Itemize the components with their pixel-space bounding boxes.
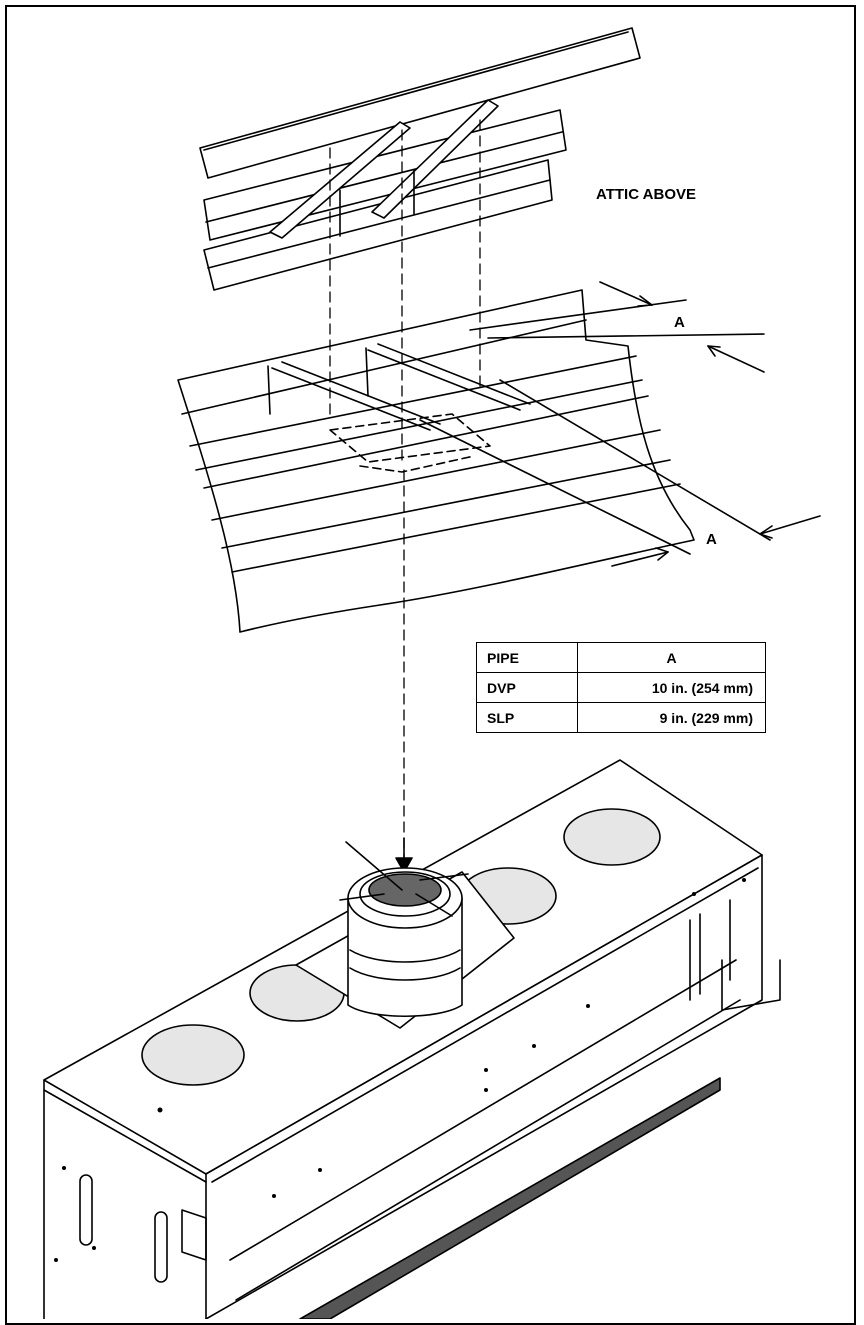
dimension-a	[419, 281, 821, 567]
table-header-row: PIPE A	[476, 642, 766, 673]
attic-above-label: ATTIC ABOVE	[596, 186, 696, 203]
pipe-dimension-table: PIPE A DVP 10 in. (254 mm) SLP 9 in. (22…	[476, 642, 766, 733]
table-header-pipe: PIPE	[476, 642, 578, 673]
table-cell-pipe: DVP	[476, 672, 578, 703]
table-cell-a: 10 in. (254 mm)	[577, 672, 766, 703]
dimension-a-top-label: A	[674, 314, 685, 331]
table-row: DVP 10 in. (254 mm)	[476, 672, 766, 703]
dimension-a-bottom-label: A	[706, 531, 717, 548]
table-cell-pipe: SLP	[476, 702, 578, 733]
attic-truss	[199, 27, 641, 291]
table-row: SLP 9 in. (229 mm)	[476, 702, 766, 733]
fireplace-unit	[43, 759, 781, 1319]
arrow-head	[395, 857, 413, 873]
screw-dots	[54, 878, 746, 1262]
table-cell-a: 9 in. (229 mm)	[577, 702, 766, 733]
table-header-a: A	[577, 642, 766, 673]
ceiling-joists	[177, 289, 695, 633]
centerlines	[329, 119, 481, 863]
